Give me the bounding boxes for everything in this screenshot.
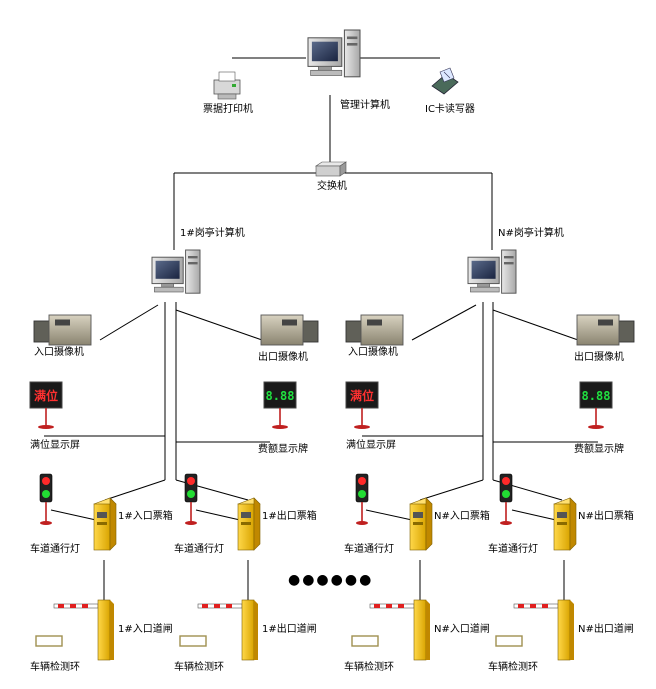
lane2-full-display: 满位 xyxy=(345,381,379,429)
lane1-entry-camera-label: 入口摄像机 xyxy=(34,347,84,358)
lane2-exit-loop-label: 车辆检测环 xyxy=(488,662,538,673)
lane1-entry-light-label: 车道通行灯 xyxy=(30,544,80,555)
lane2-exit-loop-icon xyxy=(495,635,523,647)
lane1-full-display-label: 满位显示屏 xyxy=(30,440,80,451)
switch-icon xyxy=(315,161,347,177)
lane1-entry-gate-label: 1#入口道闸 xyxy=(118,624,173,635)
lane2-entry-gate-label: N#入口道闸 xyxy=(434,624,490,635)
lane2-fee-display-text: 8.88 xyxy=(582,389,611,403)
lane2-entry-gate-icon xyxy=(369,599,431,661)
lane1-exit-ticket-box-label: 1#出口票箱 xyxy=(262,511,317,522)
lane2-exit-camera-label: 出口摄像机 xyxy=(574,352,624,363)
booth2-computer-icon xyxy=(467,249,517,294)
ic-card-reader-icon xyxy=(431,67,459,95)
lane2-exit-ticket-box-label: N#出口票箱 xyxy=(578,511,634,522)
network-wiring xyxy=(44,57,598,605)
lane1-exit-traffic-light-icon xyxy=(184,473,198,526)
more-lanes-ellipsis: ●●●●●● xyxy=(288,572,374,588)
lane1-entry-traffic-light-icon xyxy=(39,473,53,526)
lane2-entry-ticket-box-label: N#入口票箱 xyxy=(434,511,490,522)
switch-label: 交换机 xyxy=(317,181,347,192)
lane1-fee-display: 8.88 xyxy=(263,381,297,429)
booth2-computer-label: N#岗亭计算机 xyxy=(498,228,564,239)
printer-label: 票据打印机 xyxy=(203,104,253,115)
lane1-exit-camera-icon xyxy=(260,314,319,346)
lane2-exit-light-label: 车道通行灯 xyxy=(488,544,538,555)
lane2-fee-display: 8.88 xyxy=(579,381,613,429)
lane2-exit-gate-label: N#出口道闸 xyxy=(578,624,634,635)
lane1-entry-ticket-box-label: 1#入口票箱 xyxy=(118,511,173,522)
lane2-entry-traffic-light-icon xyxy=(355,473,369,526)
lane2-exit-traffic-light-icon xyxy=(499,473,513,526)
printer-icon xyxy=(213,71,241,100)
card-reader-label: IC卡读写器 xyxy=(425,104,475,115)
server-label: 管理计算机 xyxy=(340,100,390,111)
lane2-exit-ticket-box-icon xyxy=(553,497,577,551)
booth1-computer-label: 1#岗亭计算机 xyxy=(180,228,245,239)
lane1-entry-loop-icon xyxy=(35,635,63,647)
lane2-fee-display-label: 费额显示牌 xyxy=(574,444,624,455)
lane2-entry-loop-icon xyxy=(351,635,379,647)
lane1-entry-gate-icon xyxy=(53,599,115,661)
lane2-entry-light-label: 车道通行灯 xyxy=(344,544,394,555)
lane1-entry-ticket-box-icon xyxy=(93,497,117,551)
lane1-entry-camera-icon xyxy=(33,314,92,346)
lane1-exit-light-label: 车道通行灯 xyxy=(174,544,224,555)
lane2-full-display-label: 满位显示屏 xyxy=(346,440,396,451)
lane1-fee-display-text: 8.88 xyxy=(266,389,295,403)
lane2-entry-camera-icon xyxy=(345,314,404,346)
lane1-exit-gate-icon xyxy=(197,599,259,661)
lane1-full-display-text: 满位 xyxy=(34,388,58,403)
lane1-full-display: 满位 xyxy=(29,381,63,429)
lane2-entry-camera-label: 入口摄像机 xyxy=(348,347,398,358)
lane1-exit-loop-icon xyxy=(179,635,207,647)
lane1-fee-display-label: 费额显示牌 xyxy=(258,444,308,455)
lane1-exit-camera-label: 出口摄像机 xyxy=(258,352,308,363)
management-computer-icon xyxy=(307,29,361,78)
lane1-entry-loop-label: 车辆检测环 xyxy=(30,662,80,673)
lane2-exit-camera-icon xyxy=(576,314,635,346)
lane1-exit-ticket-box-icon xyxy=(237,497,261,551)
lane2-entry-ticket-box-icon xyxy=(409,497,433,551)
lane1-exit-gate-label: 1#出口道闸 xyxy=(262,624,317,635)
lane1-exit-loop-label: 车辆检测环 xyxy=(174,662,224,673)
booth1-computer-icon xyxy=(151,249,201,294)
lane2-exit-gate-icon xyxy=(513,599,575,661)
lane2-full-display-text: 满位 xyxy=(350,388,374,403)
lane2-entry-loop-label: 车辆检测环 xyxy=(344,662,394,673)
